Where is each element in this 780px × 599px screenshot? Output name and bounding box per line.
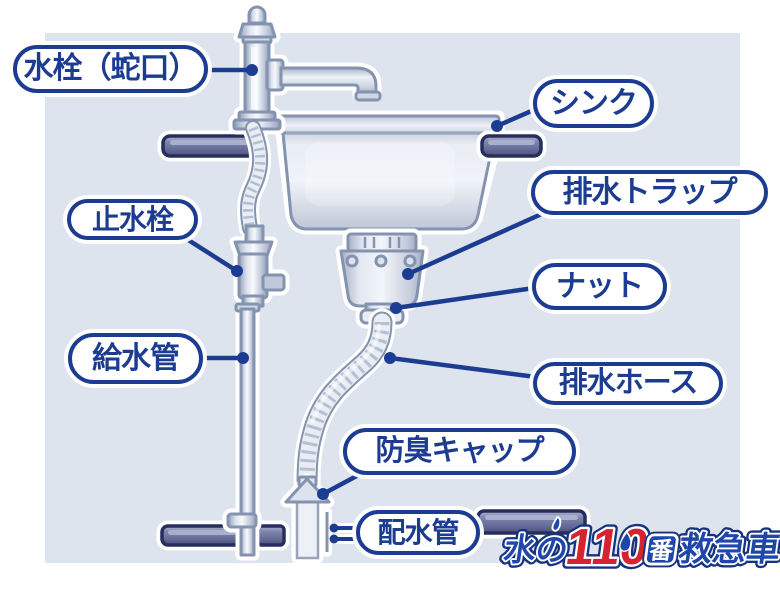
callout-odor-cap: 防臭キャップ: [343, 428, 576, 475]
logo-110-outline: 110: [562, 518, 652, 575]
callout-drain-trap-label: 排水トラップ: [562, 175, 738, 209]
brand-logo: 水の 110 救急車 水の 110 救急車 番: [498, 514, 780, 580]
logo-water-no-outline: 水の: [501, 531, 570, 567]
callout-nut-label: ナット: [556, 269, 644, 303]
callout-drain-pipe-label: 配水管: [377, 516, 459, 548]
callout-supply-pipe: 給水管: [68, 333, 203, 384]
logo-ambulance: 救急車: [676, 530, 780, 568]
logo-zero-drop-icon: [619, 530, 632, 552]
logo-spark-drop-icon: [551, 516, 562, 532]
callout-drain-pipe: 配水管: [356, 510, 480, 555]
logo-110: 110: [562, 518, 652, 575]
drain-pipe-stubs: [322, 507, 362, 557]
callout-stop-valve-label: 止水栓: [91, 203, 174, 235]
odor-cap-illustration: [280, 473, 335, 564]
logo-water-no: 水の: [501, 531, 570, 567]
callout-nut: ナット: [532, 263, 667, 310]
logo-ambulance-outline: 救急車: [676, 530, 780, 568]
callout-sink-label: シンク: [550, 86, 638, 120]
callout-faucet-label: 水栓（蛇口）: [23, 52, 199, 85]
faucet-illustration: [222, 1, 382, 561]
callout-drain-trap: 排水トラップ: [531, 170, 768, 215]
callout-faucet: 水栓（蛇口）: [13, 45, 208, 93]
sink-illustration: [273, 110, 505, 235]
callout-drain-hose-label: 排水ホース: [558, 367, 699, 399]
faucet-hose: [240, 120, 269, 236]
callout-supply-pipe-label: 給水管: [92, 341, 180, 375]
drain-hose-illustration: [293, 308, 396, 500]
callout-odor-cap-label: 防臭キャップ: [375, 435, 544, 467]
logo-ban-badge: [644, 533, 679, 566]
logo-ban: 番: [647, 538, 676, 565]
callout-drain-hose: 排水ホース: [533, 362, 723, 405]
callout-stop-valve: 止水栓: [67, 199, 198, 240]
callout-sink: シンク: [533, 79, 654, 128]
connector-lines: [179, 64, 549, 500]
supply-pipe-illustration: [226, 302, 261, 557]
